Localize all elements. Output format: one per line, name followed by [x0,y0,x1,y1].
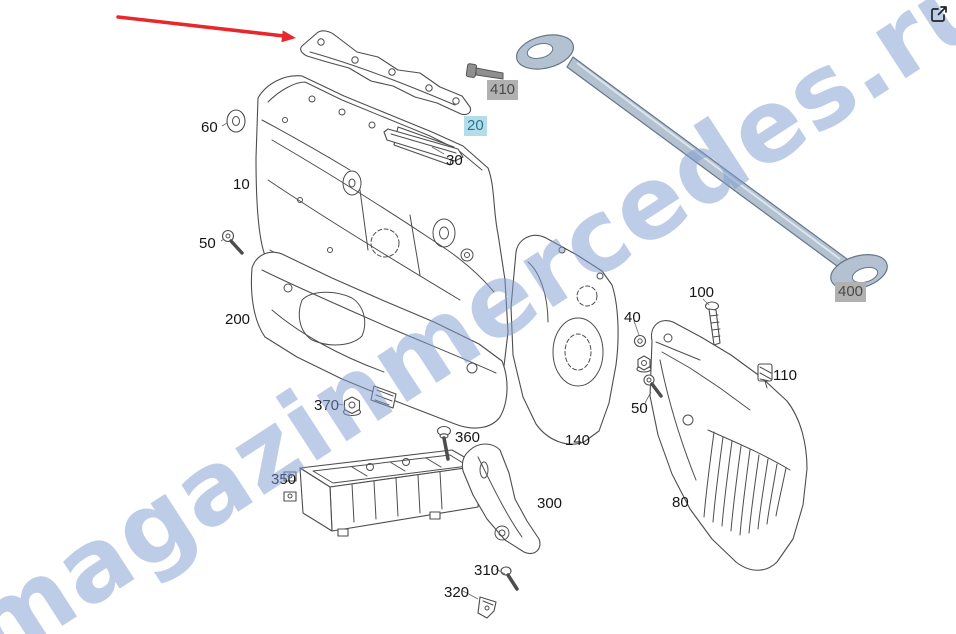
part-label-410[interactable]: 410 [487,80,519,100]
part-300-bracket [461,443,541,555]
part-140-panel [510,234,619,445]
part-400-strut-bar [515,34,888,290]
red-arrow-annotation [116,15,296,43]
part-370-nut [342,396,362,417]
part-label-100[interactable]: 100 [689,284,715,301]
part-360-bolt [436,425,452,461]
part-label-40[interactable]: 40 [624,309,641,326]
part-label-360[interactable]: 360 [455,429,481,446]
part-50-bolt-right [643,374,663,398]
part-label-350[interactable]: 350 [271,471,297,488]
part-20-bracket [300,30,472,116]
part-label-310[interactable]: 310 [474,562,500,579]
part-50-bolt-left [221,229,244,255]
part-label-400[interactable]: 400 [835,282,867,302]
part-30-strip [383,128,464,162]
external-link-icon [929,4,951,24]
part-label-20-selected[interactable]: 20 [464,116,487,136]
part-label-320[interactable]: 320 [444,584,470,601]
part-label-50-right[interactable]: 50 [631,400,648,417]
part-200-panel [250,251,508,429]
part-410-bolt [465,63,504,80]
part-80-panel [649,320,808,571]
part-label-200[interactable]: 200 [225,311,251,328]
part-60-grommet [226,109,246,133]
part-label-370[interactable]: 370 [314,397,340,414]
part-label-10[interactable]: 10 [233,176,250,193]
part-label-140[interactable]: 140 [565,432,591,449]
part-label-50-left[interactable]: 50 [199,235,216,252]
part-label-30[interactable]: 30 [446,152,463,169]
part-label-60[interactable]: 60 [201,119,218,136]
part-320-clip [477,596,497,619]
part-350-tray [283,449,481,537]
part-label-110[interactable]: 110 [773,367,797,384]
leader-lines [220,122,710,600]
part-110-clip [757,363,773,389]
part-40-washer-nut [633,334,652,373]
part-label-300[interactable]: 300 [537,495,563,512]
part-label-80[interactable]: 80 [672,494,689,511]
external-link-button[interactable] [929,3,951,25]
part-100-screw [704,301,721,346]
part-310-bolt [500,566,519,591]
